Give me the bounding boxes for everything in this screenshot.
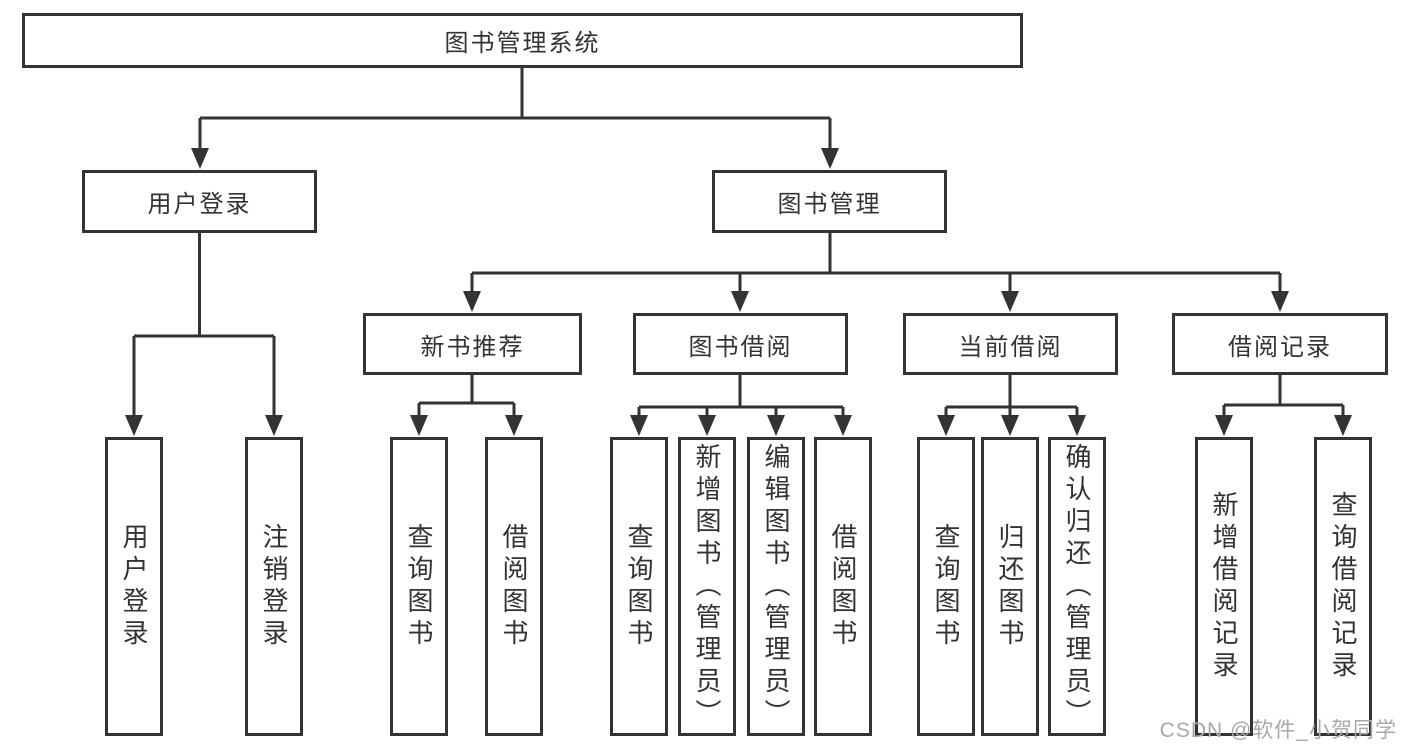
node-book-management-branch: 图书管理 [712, 170, 947, 233]
leaf-query-books: 查询图书 [917, 437, 975, 736]
connector-borrowrecord-to-leaves [1222, 375, 1345, 417]
leaf-label: 新增借阅记录 [1209, 490, 1239, 683]
node-current-borrowing: 当前借阅 [903, 313, 1118, 375]
arrowheads [125, 148, 1352, 436]
leaf-label: 借阅图书 [499, 522, 529, 651]
leaf-label: 查询图书 [624, 522, 654, 651]
leaf-borrow-books: 借阅图书 [485, 437, 543, 736]
leaf-label: 查询借阅记录 [1328, 490, 1358, 683]
node-label: 借阅记录 [1228, 333, 1332, 361]
connector-bookmgmt-to-level3 [470, 233, 1282, 293]
leaf-label: 新增图书（管理员） [692, 442, 722, 731]
connector-bookborrow-to-leaves [637, 375, 845, 417]
leaf-label: 查询图书 [931, 522, 961, 651]
connector-root-to-level2 [198, 68, 832, 150]
leaf-borrow-books: 借阅图书 [814, 437, 872, 736]
node-label: 图书借阅 [688, 333, 793, 361]
node-new-book-recommend: 新书推荐 [363, 313, 582, 375]
leaf-label: 编辑图书（管理员） [761, 442, 791, 731]
node-label: 当前借阅 [958, 333, 1063, 361]
leaf-edit-books-admin: 编辑图书（管理员） [747, 437, 805, 736]
node-borrowing-records: 借阅记录 [1172, 313, 1388, 375]
leaf-logout: 注销登录 [245, 437, 303, 736]
leaf-label: 归还图书 [995, 522, 1025, 651]
node-label: 用户登录 [147, 191, 252, 218]
node-library-management-system: 图书管理系统 [22, 13, 1023, 68]
leaf-user-login: 用户登录 [105, 437, 163, 736]
node-label: 新书推荐 [420, 333, 525, 361]
connector-currentborrow-to-leaves [944, 375, 1079, 417]
leaf-return-books: 归还图书 [981, 437, 1039, 736]
leaf-label: 查询图书 [404, 522, 434, 651]
node-label: 图书管理 [777, 191, 882, 218]
node-user-login-branch: 用户登录 [82, 170, 317, 233]
connector-newbook-to-leaves [417, 375, 516, 417]
leaf-query-books: 查询图书 [390, 437, 448, 736]
node-label: 图书管理系统 [444, 30, 601, 57]
node-book-borrowing: 图书借阅 [633, 313, 848, 375]
leaf-label: 用户登录 [119, 522, 149, 651]
connector-userlogin-to-leaves [132, 233, 276, 417]
csdn-watermark: CSDN @软件_小贺同学 [1159, 719, 1397, 742]
leaf-label: 借阅图书 [828, 522, 858, 651]
leaf-confirm-return-admin: 确认归还（管理员） [1048, 437, 1106, 736]
leaf-query-books: 查询图书 [610, 437, 668, 736]
leaf-label: 确认归还（管理员） [1062, 442, 1092, 731]
leaf-label: 注销登录 [259, 522, 289, 651]
leaf-add-borrow-record: 新增借阅记录 [1195, 437, 1253, 736]
leaf-query-borrow-record: 查询借阅记录 [1314, 437, 1372, 736]
leaf-add-books-admin: 新增图书（管理员） [678, 437, 736, 736]
